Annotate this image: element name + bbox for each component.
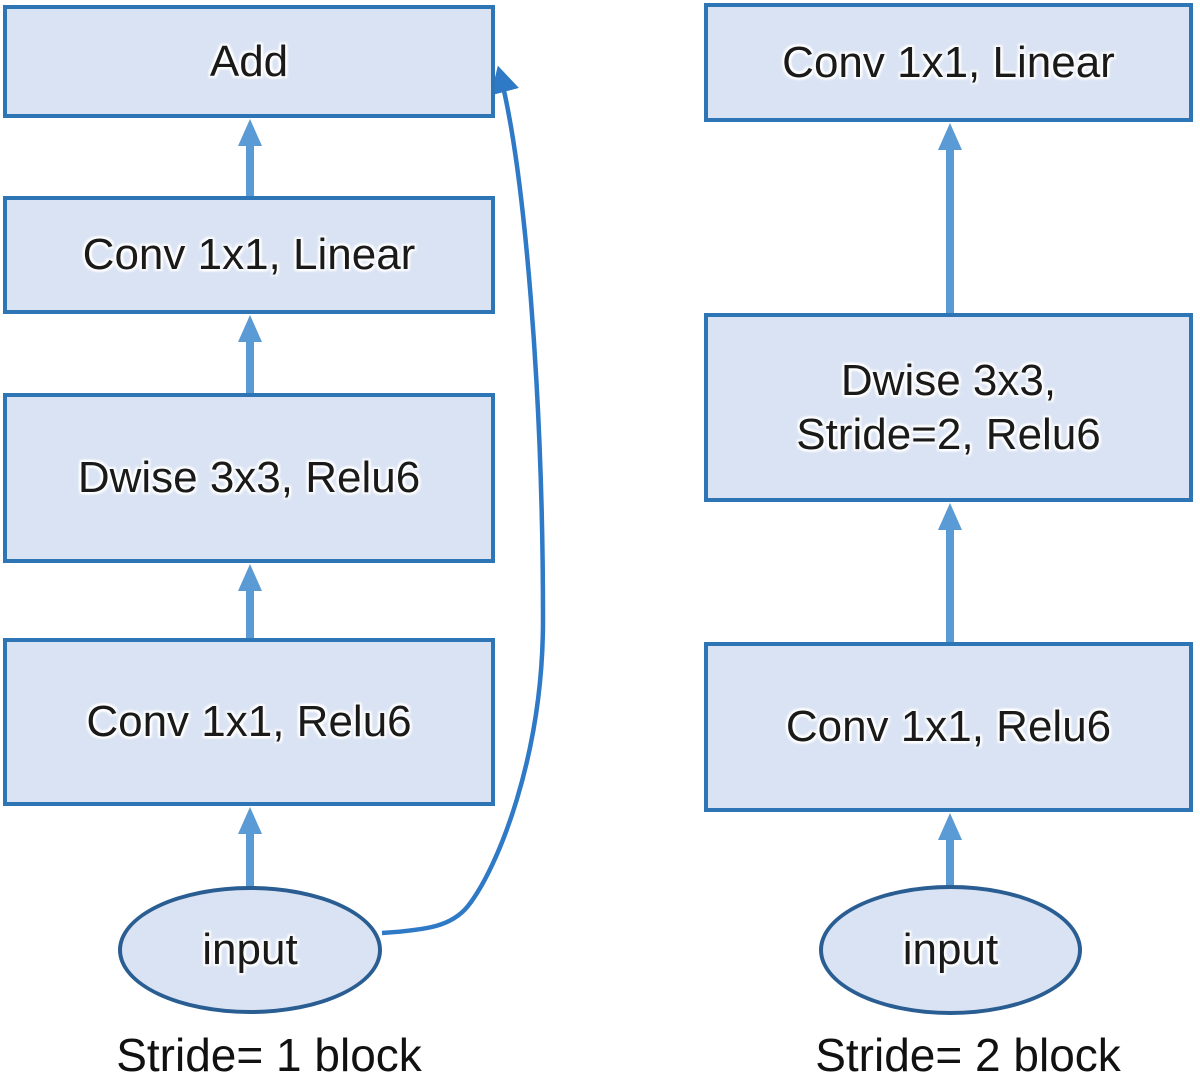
arrow-up-icon-conv-relu-to-dwise <box>238 564 262 638</box>
node-label: Conv 1x1, Linear <box>82 230 416 280</box>
node-conv-1x1-linear: Conv 1x1, Linear <box>3 196 495 314</box>
arrow-up-icon-input-to-conv-relu <box>238 807 262 888</box>
arrow-up-icon-conv-linear-to-add <box>238 119 262 196</box>
caption-stride-2-block: Stride= 2 block <box>815 1029 1121 1075</box>
arrow-up-icon-input2-to-conv-relu2 <box>938 813 962 888</box>
node-conv-1x1-relu6-2: Conv 1x1, Relu6 <box>704 642 1193 812</box>
node-add: Add <box>3 5 495 118</box>
node-label-line2: Stride=2, Relu6 <box>796 409 1101 459</box>
node-label: input <box>202 925 298 975</box>
node-dwise-3x3-relu6: Dwise 3x3, Relu6 <box>3 393 495 563</box>
node-label: Conv 1x1, Relu6 <box>785 702 1112 752</box>
node-input-stride1: input <box>118 886 382 1014</box>
node-label: Conv 1x1, Linear <box>782 37 1115 87</box>
node-conv-1x1-relu6: Conv 1x1, Relu6 <box>3 638 495 806</box>
node-input-stride2: input <box>819 885 1082 1015</box>
node-label: Add <box>209 36 289 86</box>
node-label: Dwise 3x3, Relu6 <box>77 453 421 503</box>
node-dwise-3x3-stride2-relu6: Dwise 3x3, Stride=2, Relu6 <box>704 313 1193 502</box>
arrow-up-icon-conv-relu2-to-dwise2 <box>938 503 962 642</box>
node-label: input <box>902 925 999 975</box>
node-conv-1x1-linear-2: Conv 1x1, Linear <box>704 3 1193 122</box>
arrow-up-icon-dwise-to-conv-linear <box>238 315 262 393</box>
arrow-up-icon-dwise2-to-conv-linear2 <box>938 123 962 313</box>
caption-stride-1-block: Stride= 1 block <box>116 1029 422 1075</box>
node-label-line1: Dwise 3x3, <box>840 355 1057 405</box>
node-label: Conv 1x1, Relu6 <box>86 697 412 747</box>
